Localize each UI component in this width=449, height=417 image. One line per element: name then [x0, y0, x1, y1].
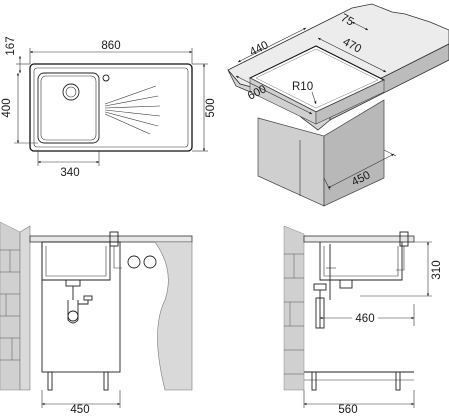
dim-310-label: 310	[431, 260, 443, 279]
side-worktop	[303, 235, 415, 243]
top-view: 860 167 400 500 340	[1, 36, 217, 179]
dim-460-label: 460	[355, 313, 374, 325]
dim-500-label: 500	[205, 98, 217, 117]
sink-inner-rim	[33, 67, 189, 148]
iso-view: R10 75 440 470 600 450	[227, 3, 449, 207]
cabinet-side	[257, 117, 325, 207]
dim-r10-label: R10	[292, 81, 313, 93]
dim-860-label: 860	[101, 40, 120, 52]
dim-560-label: 560	[338, 404, 357, 416]
dim-75-label: 75	[339, 12, 356, 29]
dim-340-label: 340	[60, 167, 79, 179]
drain-hole-inner	[65, 86, 77, 98]
valve-knob-right	[143, 255, 157, 269]
front-side-wall	[154, 241, 193, 391]
dim-400-label: 400	[1, 98, 13, 117]
brick-wall-right	[283, 225, 305, 391]
brick-wall-left	[0, 221, 31, 391]
sink-outline	[29, 63, 193, 152]
sink-bowl-inner	[40, 75, 97, 141]
drain-hole	[62, 83, 80, 101]
drainer-grooves	[104, 85, 161, 135]
front-sink-bowl	[41, 242, 111, 281]
front-siphon	[65, 279, 93, 324]
side-sink-bowl	[319, 242, 403, 281]
front-worktop	[29, 235, 193, 243]
front-view: 450	[0, 221, 193, 416]
tap-hole	[102, 74, 110, 82]
dim-167-label: 167	[5, 36, 17, 55]
dim-450-front-label: 450	[70, 404, 89, 416]
sink-bowl	[37, 72, 100, 144]
valve-knob-left	[127, 255, 141, 269]
front-cabinet	[41, 241, 121, 373]
side-view: 310 460 560	[283, 225, 443, 416]
